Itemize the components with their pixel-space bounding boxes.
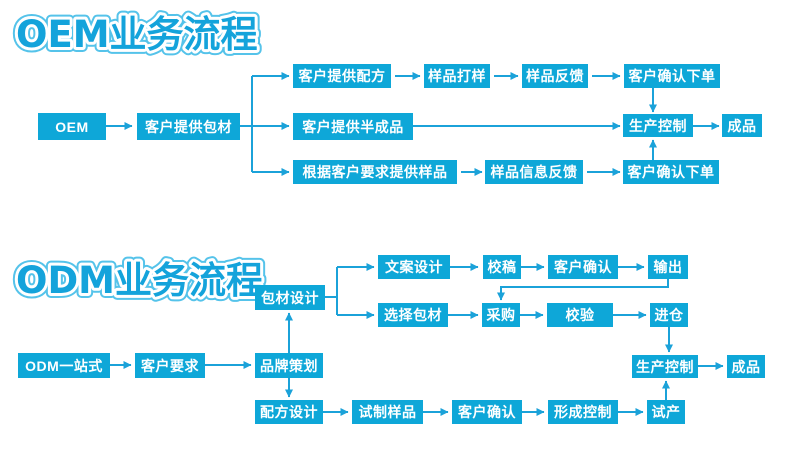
connector-elbow [497,279,669,301]
node-oem-production-control: 生产控制 [623,114,693,137]
node-odm-client-confirm-sample: 客户确认 [452,400,522,424]
oem-section-title: OEM业务流程 OEM业务流程 OEM业务流程 [11,8,263,61]
node-odm-inspection: 校验 [547,303,613,327]
odm-title-stroke: ODM业务流程 [16,259,263,302]
node-odm-forming-control: 形成控制 [548,400,618,424]
node-oem-sample-info-feedback: 样品信息反馈 [485,160,583,184]
node-odm-brand-planning: 品牌策划 [255,353,323,378]
node-odm-trial-production: 试产 [647,400,685,424]
node-oem-sample-by-request: 根据客户要求提供样品 [293,160,457,184]
node-oem-start: OEM [38,113,106,140]
node-oem-finished-product: 成品 [722,114,762,137]
node-odm-customer-demand: 客户要求 [135,353,205,378]
node-odm-proofreading: 校稿 [483,255,521,279]
node-odm-warehouse: 进仓 [650,303,688,327]
oem-title-stroke: OEM业务流程 [16,13,258,56]
node-odm-packaging-design: 包材设计 [255,285,325,310]
oem-title-text: OEM业务流程 [16,13,258,56]
odm-section-title: ODM业务流程 ODM业务流程 ODM业务流程 [11,254,268,307]
node-odm-purchase: 采购 [482,303,520,327]
node-odm-production-control: 生产控制 [632,355,698,378]
node-odm-client-confirm-copy: 客户确认 [548,255,618,279]
node-odm-sample-trial: 试制样品 [352,400,423,424]
odm-title-text: ODM业务流程 [16,259,263,302]
oem-title-outline: OEM业务流程 [16,13,258,56]
node-oem-confirm-order-top: 客户确认下单 [624,64,720,88]
node-odm-select-packaging: 选择包材 [378,303,448,327]
odm-title-outline: ODM业务流程 [16,259,263,302]
node-oem-confirm-order-bottom: 客户确认下单 [623,160,719,184]
node-odm-formula-design: 配方设计 [255,400,323,424]
node-odm-finished-product: 成品 [727,355,765,378]
node-odm-copy-design: 文案设计 [378,255,450,279]
node-oem-sample-feedback: 样品反馈 [522,64,588,88]
node-odm-start: ODM一站式 [18,353,110,378]
node-oem-client-formula: 客户提供配方 [293,64,391,88]
node-oem-client-packaging: 客户提供包材 [137,113,240,140]
node-oem-client-semi-finished: 客户提供半成品 [293,113,413,140]
node-odm-output: 输出 [648,255,688,279]
node-oem-sample-making: 样品打样 [424,64,490,88]
